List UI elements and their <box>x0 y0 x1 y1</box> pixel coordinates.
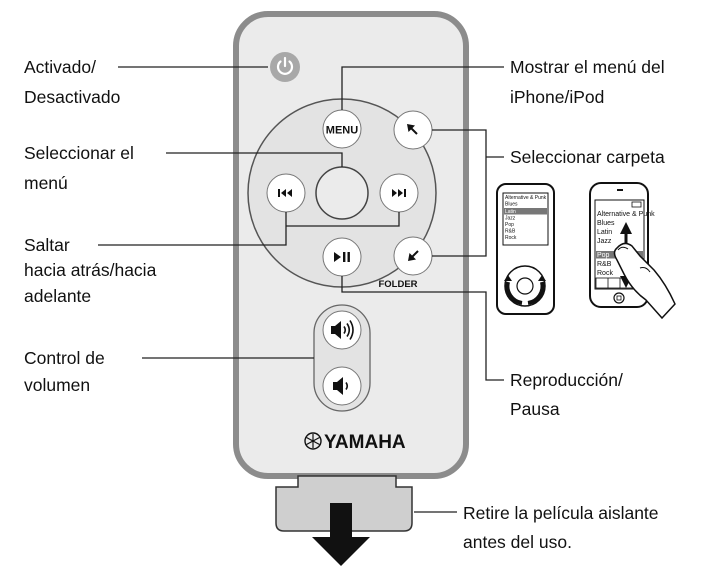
ipod-list-item: R&B <box>505 229 516 235</box>
leader-play-pause <box>341 276 504 381</box>
leader-skip <box>98 212 287 246</box>
iphone-list-item: Jazz <box>597 238 612 245</box>
power-icon <box>276 56 294 75</box>
iphone-list-item: Latin <box>597 229 612 236</box>
callout-menu-select-line1: Seleccionar el <box>24 143 134 163</box>
iphone-list-item: Rock <box>597 270 613 277</box>
callout-power-line1: Activado/ <box>24 57 96 77</box>
iphone-list-item: Alternative & Punk <box>597 211 655 218</box>
arrow-up-left-icon <box>407 124 418 135</box>
rotate-arrow-right-icon <box>527 281 545 305</box>
folder-down-button[interactable] <box>393 236 433 276</box>
iphone-list-item-highlighted: Pop <box>597 252 610 259</box>
insulating-film-tab[interactable] <box>275 475 413 566</box>
iphone-list-item: R&B <box>597 261 612 268</box>
callout-skip-line2: hacia atrás/hacia <box>24 260 157 280</box>
pull-arrow-icon <box>312 537 370 566</box>
volume-up-button[interactable] <box>322 310 362 350</box>
iphone-list-item: Blues <box>597 220 615 227</box>
skip-forward-icon <box>392 189 406 197</box>
ipod-list-item: Alternative & Punk <box>505 195 547 201</box>
folder-label: FOLDER <box>378 279 417 290</box>
play-pause-button[interactable] <box>322 237 362 277</box>
menu-button[interactable]: MENU <box>322 109 362 149</box>
iphone-home-button <box>613 292 625 304</box>
callout-remove-film-line1: Retire la película aislante <box>463 503 659 523</box>
callout-show-menu-line2: iPhone/iPod <box>510 87 604 107</box>
callout-menu-select-line2: menú <box>24 173 68 193</box>
ipod-list-item: Pop <box>505 222 514 228</box>
leader-skip-bracket <box>286 212 400 227</box>
ipod-screen-list: Alternative & Punk Blues Latin Jazz Pop … <box>504 195 547 241</box>
ipod-list-item: Blues <box>505 202 518 208</box>
callout-play-pause-line1: Reproducción/ <box>510 370 623 390</box>
callout-volume-line2: volumen <box>24 375 90 395</box>
arrow-down-left-icon <box>408 250 419 261</box>
rotate-arrow-left-icon <box>505 281 523 305</box>
skip-back-button[interactable] <box>266 173 306 213</box>
volume-down-icon <box>333 377 349 395</box>
tuning-fork-emblem-icon <box>304 432 322 450</box>
ipod-list-item: Rock <box>505 235 517 241</box>
iphone-illustration: Alternative & Punk Blues Latin Jazz Pop … <box>589 182 676 320</box>
ipod-list-item: Jazz <box>505 216 516 222</box>
callout-skip-line3: adelante <box>24 286 91 306</box>
skip-forward-button[interactable] <box>379 173 419 213</box>
callout-skip-line1: Saltar <box>24 235 70 255</box>
callout-volume-line1: Control de <box>24 348 105 368</box>
power-button[interactable] <box>270 52 300 82</box>
volume-up-icon <box>331 320 354 340</box>
callout-play-pause-line2: Pausa <box>510 399 560 419</box>
menu-button-label: MENU <box>326 125 358 137</box>
skip-back-icon <box>278 189 292 197</box>
play-pause-icon <box>334 252 350 262</box>
leader-show-menu <box>341 66 504 110</box>
select-button[interactable] <box>315 166 369 220</box>
callout-power-line2: Desactivado <box>24 87 120 107</box>
ipod-illustration: Alternative & Punk Blues Latin Jazz Pop … <box>496 183 555 315</box>
ipod-list-item-highlighted: Latin <box>505 209 516 215</box>
volume-down-button[interactable] <box>322 366 362 406</box>
finger-illustration <box>613 242 676 320</box>
yamaha-logo: YAMAHA <box>304 432 406 453</box>
leader-folder-bracket <box>432 129 487 257</box>
callout-show-menu-line1: Mostrar el menú del <box>510 57 665 77</box>
leader-menu-select <box>166 152 343 167</box>
brand-name: YAMAHA <box>324 432 406 453</box>
callout-remove-film-line2: antes del uso. <box>463 532 572 552</box>
callout-folder-select: Seleccionar carpeta <box>510 147 665 167</box>
folder-up-button[interactable] <box>393 110 433 150</box>
